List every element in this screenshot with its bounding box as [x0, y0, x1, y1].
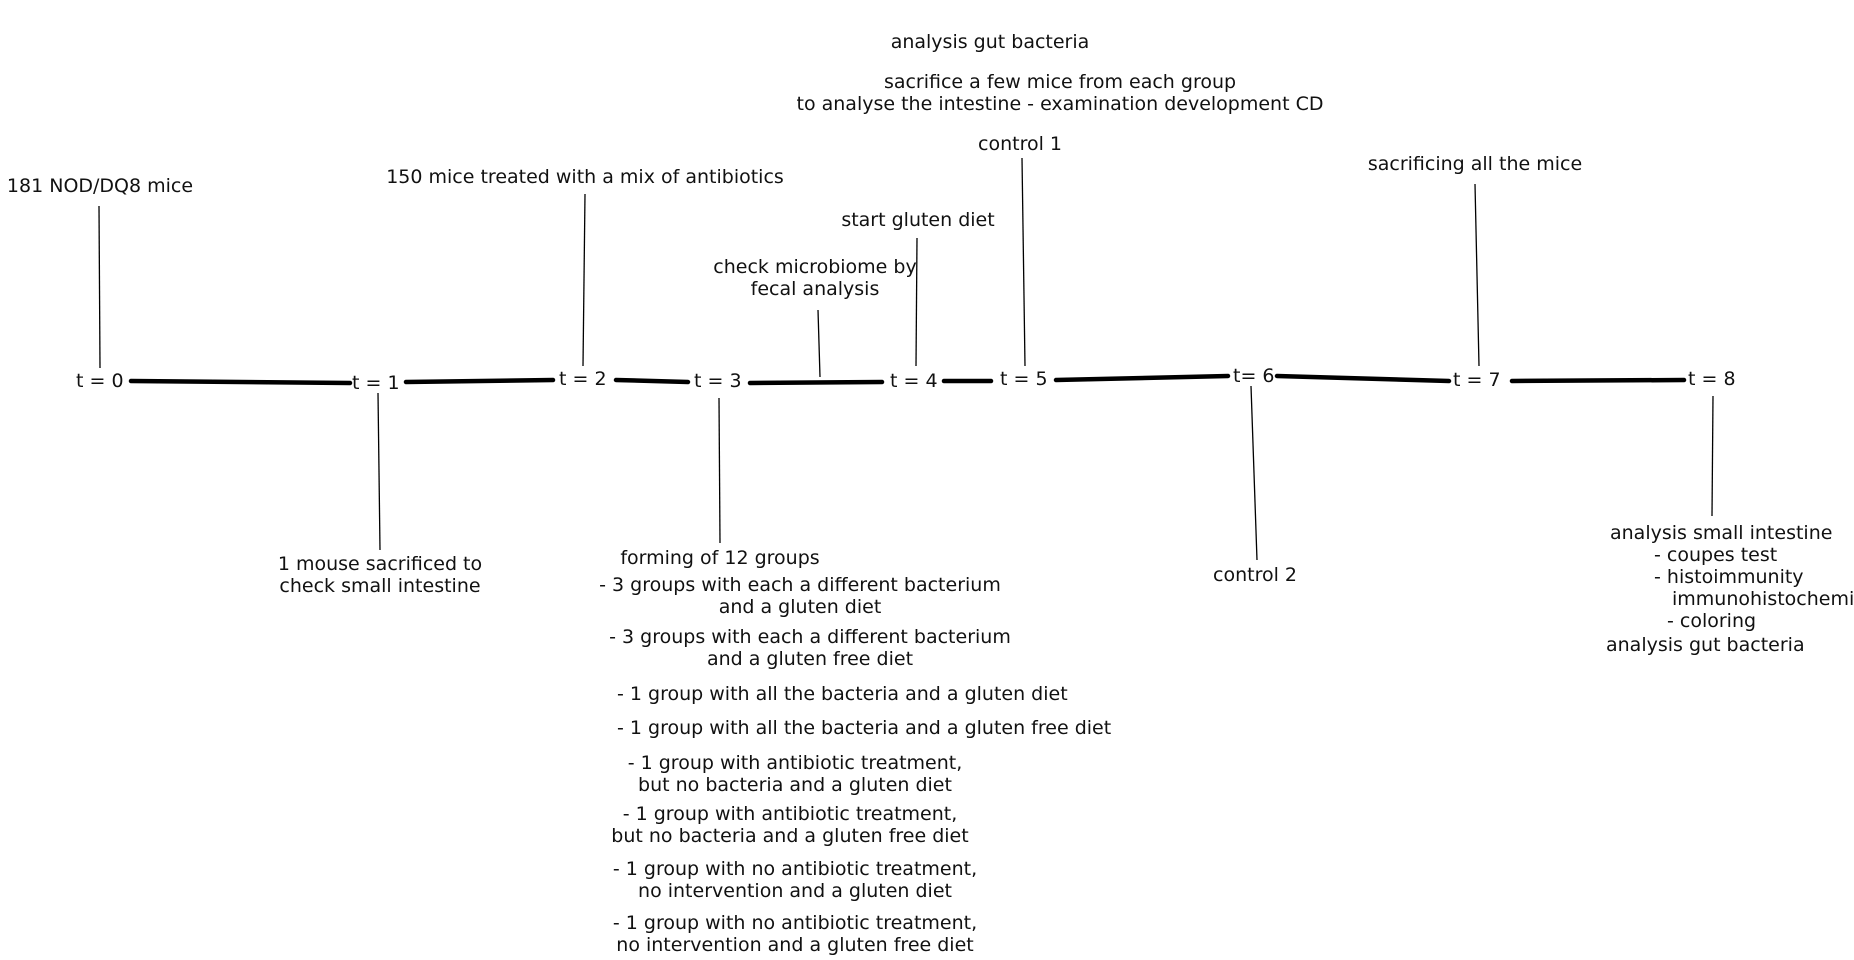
- group-item: - 1 group with antibiotic treatment, but…: [611, 803, 969, 847]
- time-point-7: t = 7: [1453, 369, 1501, 391]
- annotation-t1: 1 mouse sacrificed to check small intest…: [277, 553, 483, 597]
- connector-line: [718, 397, 721, 544]
- time-point-4: t = 4: [890, 370, 938, 392]
- timeline-segment: [1274, 373, 1452, 384]
- connector-line: [582, 193, 586, 367]
- group-item: - 3 groups with each a different bacteri…: [599, 574, 1001, 618]
- connector-line: [1250, 385, 1258, 561]
- annotation-t8-line-2: - histoimmunity: [1654, 566, 1804, 588]
- timeline-segments: [128, 373, 1687, 386]
- timeline-segment: [1509, 377, 1687, 384]
- annotation-t5: control 1: [978, 133, 1062, 155]
- annotation-t8-line-4: - coloring: [1667, 610, 1757, 632]
- time-point-5: t = 5: [1000, 368, 1048, 390]
- timeline-segment: [613, 377, 691, 385]
- group-item: - 3 groups with each a different bacteri…: [609, 626, 1011, 670]
- annotation-t8-line-5: analysis gut bacteria: [1606, 634, 1805, 656]
- timeline-segment: [1053, 373, 1231, 383]
- group-item: - 1 group with no antibiotic treatment, …: [612, 912, 978, 956]
- annotation-t5-mid: sacrifice a few mice from each group to …: [796, 71, 1324, 115]
- connector-line: [377, 392, 381, 551]
- time-point-6: t= 6: [1233, 365, 1275, 387]
- annotation-t8-line-0: analysis small intestine: [1610, 522, 1833, 544]
- connector-line: [1474, 183, 1480, 367]
- connector-lines: [98, 157, 1714, 561]
- annotation-t0: 181 NOD/DQ8 mice: [6, 175, 194, 197]
- connector-line: [1021, 157, 1026, 367]
- timeline-segment: [128, 378, 353, 386]
- time-point-1: t = 1: [352, 372, 400, 394]
- timeline-segment: [403, 377, 556, 385]
- group-item: - 1 group with no antibiotic treatment, …: [612, 858, 978, 902]
- timeline-segment: [747, 379, 885, 386]
- connector-line: [98, 205, 101, 369]
- annotation-t4: start gluten diet: [841, 209, 995, 231]
- annotation-t8-line-3: immunohistochemie: [1672, 588, 1854, 610]
- connector-line: [915, 237, 918, 367]
- time-point-2: t = 2: [559, 368, 607, 390]
- time-point-3: t = 3: [694, 370, 742, 392]
- connector-line: [1711, 395, 1714, 517]
- annotation-t3-3-4: check microbiome by fecal analysis: [713, 256, 917, 300]
- annotation-t6: control 2: [1213, 564, 1297, 586]
- group-item: - 1 group with all the bacteria and a gl…: [617, 717, 1112, 739]
- time-point-0: t = 0: [76, 370, 124, 392]
- annotation-t5-top: analysis gut bacteria: [890, 31, 1090, 53]
- annotation-t3-title: forming of 12 groups: [620, 547, 820, 569]
- annotation-t8-line-1: - coupes test: [1654, 544, 1778, 566]
- connector-line: [817, 309, 821, 378]
- annotation-t2: 150 mice treated with a mix of antibioti…: [386, 166, 784, 188]
- group-item: - 1 group with all the bacteria and a gl…: [617, 683, 1068, 705]
- group-item: - 1 group with antibiotic treatment, but…: [627, 752, 963, 796]
- time-point-8: t = 8: [1688, 368, 1736, 390]
- annotation-t7: sacrificing all the mice: [1367, 153, 1583, 175]
